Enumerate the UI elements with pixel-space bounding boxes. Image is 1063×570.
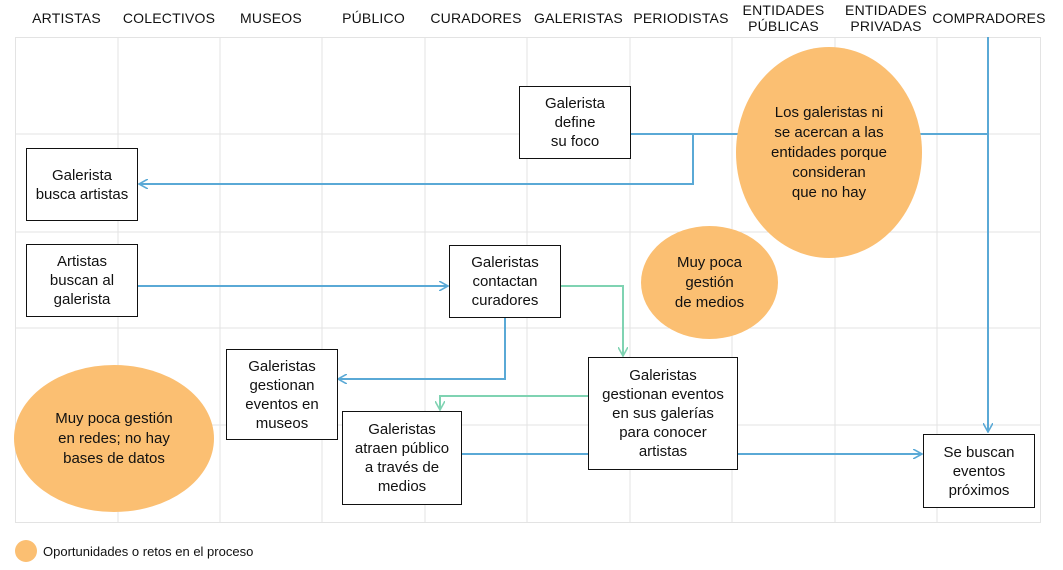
column-header-artistas: ARTISTAS bbox=[32, 10, 101, 26]
column-header-compradores: COMPRADORES bbox=[932, 10, 1046, 26]
connector-galerias-to-publico bbox=[440, 395, 588, 410]
legend-label: Oportunidades o retos en el proceso bbox=[43, 543, 254, 559]
legend: Oportunidades o retos en el proceso bbox=[15, 539, 253, 563]
opportunity-medios: Muy poca gestión de medios bbox=[641, 226, 778, 339]
legend-swatch bbox=[15, 540, 37, 562]
column-header-periodistas: PERIODISTAS bbox=[633, 10, 729, 26]
column-header-galeristas: GALERISTAS bbox=[534, 10, 623, 26]
node-eventos-museos: Galeristas gestionan eventos en museos bbox=[226, 349, 338, 440]
node-contactan-curadores: Galeristas contactan curadores bbox=[449, 245, 561, 318]
column-header-colectivos: COLECTIVOS bbox=[122, 10, 216, 26]
column-header-entidades-publicas: ENTIDADES PÚBLICAS bbox=[742, 2, 825, 34]
node-define-foco: Galerista define su foco bbox=[519, 86, 631, 159]
column-header-museos: MUSEOS bbox=[240, 10, 302, 26]
connector-foco-to-busca-artistas bbox=[139, 134, 694, 184]
node-eventos-proximos: Se buscan eventos próximos bbox=[923, 434, 1035, 508]
node-eventos-galerias: Galeristas gestionan eventos en sus gale… bbox=[588, 357, 738, 470]
node-atraen-publico: Galeristas atraen público a través de me… bbox=[342, 411, 462, 505]
connector-curadores-to-galerias bbox=[561, 285, 623, 356]
column-header-curadores: CURADORES bbox=[430, 10, 522, 26]
node-busca-artistas: Galerista busca artistas bbox=[26, 148, 138, 221]
opportunity-redes: Muy poca gestión en redes; no hay bases … bbox=[14, 365, 214, 512]
node-artistas-buscan: Artistas buscan al galerista bbox=[26, 244, 138, 317]
column-header-publico: PÚBLICO bbox=[342, 10, 405, 26]
connector-curadores-to-museos bbox=[338, 318, 506, 379]
column-header-entidades-privadas: ENTIDADES PRIVADAS bbox=[845, 2, 927, 34]
opportunity-entidades: Los galeristas ni se acercan a las entid… bbox=[736, 47, 922, 258]
